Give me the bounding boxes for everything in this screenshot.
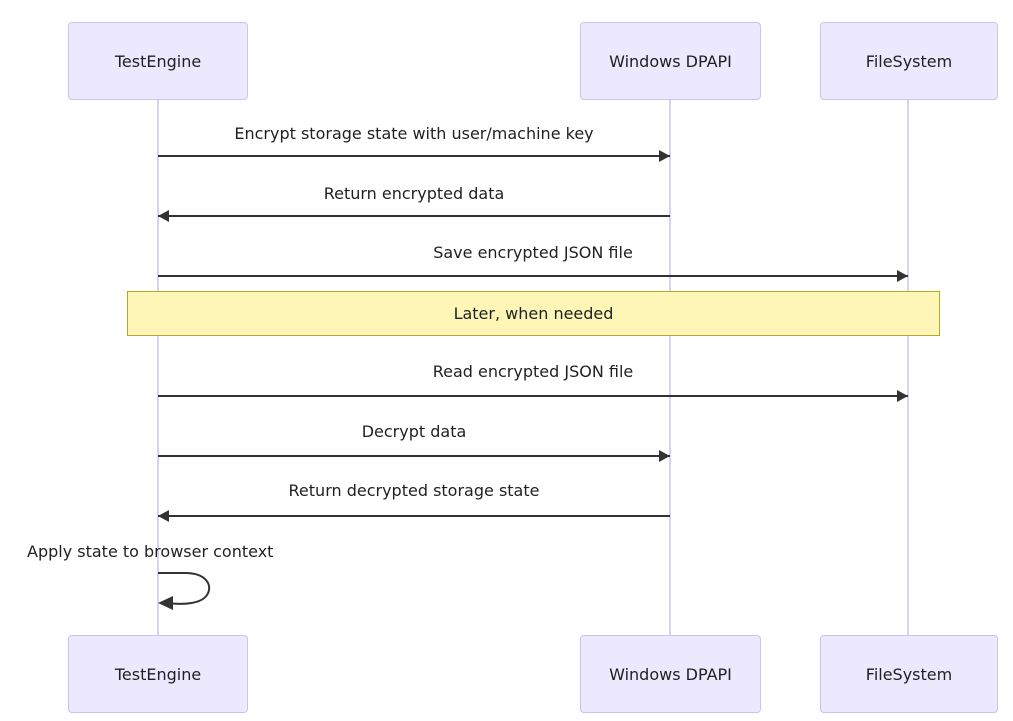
participant-box-filesystem-top[interactable]: FileSystem bbox=[820, 22, 998, 100]
message-arrowhead-m1 bbox=[659, 150, 670, 162]
message-label-m2: Return encrypted data bbox=[323, 184, 505, 203]
message-label-m1: Encrypt storage state with user/machine … bbox=[234, 124, 594, 143]
message-label-m4: Read encrypted JSON file bbox=[432, 362, 634, 381]
participant-label-windows-dpapi-top: Windows DPAPI bbox=[609, 51, 732, 71]
lifeline-filesystem bbox=[907, 100, 909, 635]
participant-box-test-engine-bottom[interactable]: TestEngine bbox=[68, 635, 248, 713]
message-arrowhead-m5 bbox=[659, 450, 670, 462]
participant-box-filesystem-bottom[interactable]: FileSystem bbox=[820, 635, 998, 713]
participant-label-filesystem-bottom: FileSystem bbox=[865, 664, 953, 684]
message-arrowhead-m6 bbox=[158, 510, 169, 522]
message-line-m4 bbox=[158, 395, 908, 397]
lifeline-test-engine bbox=[157, 100, 159, 635]
lifeline-windows-dpapi bbox=[669, 100, 671, 635]
message-line-m2 bbox=[158, 215, 670, 217]
message-label-m7: Apply state to browser context bbox=[27, 542, 274, 561]
message-arrowhead-m3 bbox=[897, 270, 908, 282]
participant-label-test-engine-top: TestEngine bbox=[114, 51, 202, 71]
participant-box-windows-dpapi-top[interactable]: Windows DPAPI bbox=[580, 22, 761, 100]
message-line-m1 bbox=[158, 155, 670, 157]
message-line-m5 bbox=[158, 455, 670, 457]
participant-label-test-engine-bottom: TestEngine bbox=[114, 664, 202, 684]
message-self-loop-m7 bbox=[158, 572, 211, 610]
note-label: Later, when needed bbox=[453, 304, 614, 323]
participant-box-windows-dpapi-bottom[interactable]: Windows DPAPI bbox=[580, 635, 761, 713]
message-arrowhead-m2 bbox=[158, 210, 169, 222]
message-line-m3 bbox=[158, 275, 908, 277]
message-label-m5: Decrypt data bbox=[361, 422, 467, 441]
note-later-when-needed: Later, when needed bbox=[127, 291, 940, 336]
participant-label-windows-dpapi-bottom: Windows DPAPI bbox=[609, 664, 732, 684]
message-label-m6: Return decrypted storage state bbox=[288, 481, 540, 500]
participant-label-filesystem-top: FileSystem bbox=[865, 51, 953, 71]
message-label-m3: Save encrypted JSON file bbox=[433, 243, 633, 262]
message-line-m6 bbox=[158, 515, 670, 517]
message-arrowhead-m4 bbox=[897, 390, 908, 402]
participant-box-test-engine-top[interactable]: TestEngine bbox=[68, 22, 248, 100]
